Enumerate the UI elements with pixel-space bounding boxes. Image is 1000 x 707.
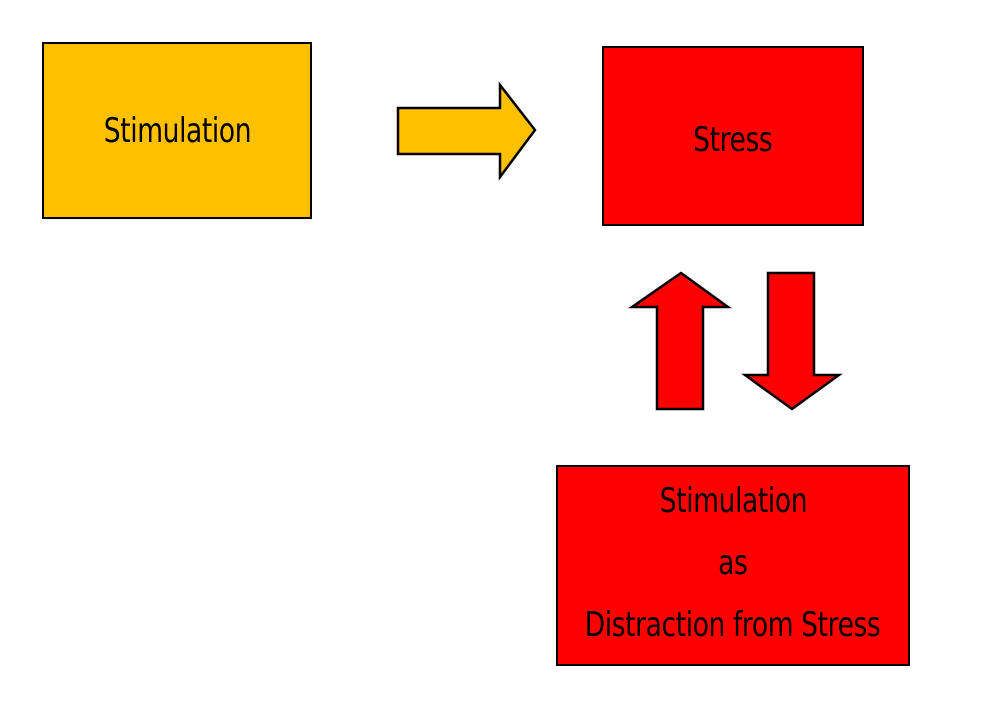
stimulation-label: Stimulation xyxy=(103,110,251,151)
down-arrow-icon xyxy=(741,271,843,411)
distraction-line-2: as xyxy=(718,542,748,583)
distraction-box: Stimulation as Distraction from Stress xyxy=(556,465,910,666)
stimulation-box: Stimulation xyxy=(42,42,312,219)
distraction-line-1: Stimulation xyxy=(659,480,807,521)
stress-box: Stress xyxy=(602,46,864,226)
distraction-line-3: Distraction from Stress xyxy=(585,604,881,645)
right-arrow-icon xyxy=(396,81,537,181)
up-arrow-icon xyxy=(628,271,732,411)
stress-label: Stress xyxy=(693,120,773,160)
